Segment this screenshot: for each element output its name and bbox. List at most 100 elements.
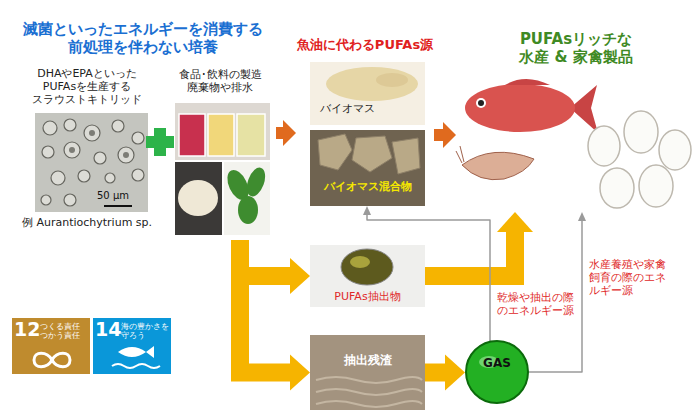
sdg-icon-12 <box>34 353 70 367</box>
biomass-photo <box>310 62 425 125</box>
beverage-photo <box>179 114 205 156</box>
node-subtext: 例 Aurantiochytrium sp. <box>12 216 162 229</box>
micrograph-photo <box>69 147 75 153</box>
arrow-head <box>497 212 533 232</box>
gas-sphere <box>465 340 529 404</box>
food-waste-photo <box>175 162 270 235</box>
pufa-extract-photo <box>310 245 425 307</box>
node-text: 魚油に代わるPUFAs源 <box>296 37 434 53</box>
biomass-photo <box>326 67 418 101</box>
sdg-icon-14 <box>118 346 154 358</box>
eggs-picture <box>600 168 634 208</box>
arrow-head <box>290 258 310 294</box>
micrograph-photo <box>64 194 76 206</box>
shrimp-picture <box>456 146 534 180</box>
food-waste-photo <box>178 180 218 216</box>
biomass-mixture-photo <box>318 134 420 174</box>
food-waste-photo <box>224 162 270 235</box>
fish-picture <box>505 79 550 85</box>
flow-arrow <box>425 212 533 276</box>
arrow-shaft <box>434 129 444 141</box>
beverage-photo <box>208 114 234 156</box>
pufa-extract-photo <box>341 249 393 285</box>
node-text: 抽出残渣 <box>310 353 425 367</box>
node-text: バイオマス <box>320 102 415 115</box>
arrow-head <box>443 122 456 148</box>
residue-photo <box>316 401 422 407</box>
micrograph-photo <box>51 171 65 185</box>
beverage-photo <box>175 103 270 160</box>
node-text: バイオマス混合物 <box>310 180 425 193</box>
micrograph-photo <box>94 152 106 164</box>
micrograph-photo <box>64 142 80 158</box>
arrow-shaft <box>425 232 515 277</box>
sdg-icon-14 <box>93 318 171 374</box>
sdg-number: 12 <box>14 318 40 341</box>
node-text: GAS <box>465 356 529 370</box>
sdg-caption: 海の豊かさを 守ろう <box>121 322 169 340</box>
culture-group: 滅菌といったエネルギーを消費する 前処理を伴わない培養 DHAやEPAといった P… <box>10 18 276 240</box>
food-waste-photo <box>238 196 258 224</box>
flow-arrow <box>276 120 296 146</box>
arrow-shaft <box>276 127 284 139</box>
shrimp-picture <box>456 146 464 163</box>
edge-label: 水産養殖や家禽 飼育の際のエネ ルギー源 <box>588 258 674 298</box>
arrow-head <box>363 206 371 215</box>
food-waste-photo <box>223 165 269 224</box>
biomass-box: バイオマス <box>310 62 425 125</box>
sdg-icon-14 <box>112 364 160 368</box>
micrograph-photo <box>84 125 100 141</box>
micrograph-photo <box>69 130 129 158</box>
sdg-icon-14 <box>93 318 171 374</box>
node-text: 滅菌といったエネルギーを消費する 前処理を伴わない培養 <box>18 20 268 56</box>
pufa-extract-photo <box>350 256 370 268</box>
product-box: PUFAsリッチな 水産 & 家禽製品 <box>456 28 696 212</box>
biomass-photo <box>376 73 408 87</box>
pufa-source-group: 魚油に代わるPUFAs源バイオマスバイオマス混合物 <box>296 35 434 208</box>
node-text: PUFAsリッチな 水産 & 家禽製品 <box>510 30 642 66</box>
food-waste-photo <box>243 165 268 199</box>
mixture-box: バイオマス混合物 <box>310 130 425 206</box>
gas-sphere <box>466 341 528 403</box>
micrograph-photo <box>132 169 144 181</box>
residue-box: 抽出残渣 <box>310 335 425 410</box>
micrograph-photo <box>35 113 148 212</box>
sdg-number: 14 <box>95 318 121 341</box>
biomass-mixture-photo <box>392 138 420 174</box>
arrow-head <box>578 212 586 221</box>
sdg-caption: つくる責任 つかう責任 <box>40 322 80 340</box>
arrow-head <box>283 120 296 146</box>
microbe-box: DHAやEPAといった PUFAsを生産する スラウストキトリッド例 Auran… <box>12 65 162 232</box>
edge-label: 乾燥や抽出の際 のエネルギー源 <box>496 291 580 317</box>
scale-label: 50 μm <box>97 190 129 202</box>
residue-photo <box>316 377 422 383</box>
micrograph-photo <box>41 195 51 205</box>
biomass-mixture-photo <box>318 134 352 170</box>
micrograph-photo <box>123 152 129 158</box>
residue-photo <box>316 377 422 407</box>
eggs-picture <box>639 165 673 207</box>
flow-arrow <box>240 240 310 391</box>
flow-arrow <box>240 240 310 294</box>
arrow-head <box>445 355 465 391</box>
micrograph-photo <box>112 120 124 132</box>
biomass-mixture-photo <box>310 130 425 206</box>
fish-picture <box>478 100 484 106</box>
sdg-icon-12 <box>12 318 90 374</box>
micrograph-photo <box>41 119 144 206</box>
beverage-photo <box>175 103 270 160</box>
micrograph-photo <box>104 205 132 207</box>
plus-sign <box>146 128 174 156</box>
node-text: DHAやEPAといった PUFAsを生産する スラウストキトリッド <box>28 67 146 107</box>
micrograph-photo <box>89 130 95 136</box>
fish-picture <box>465 79 598 133</box>
biomass-mixture-photo <box>310 130 425 206</box>
fish-picture <box>465 84 575 132</box>
extract-box: PUFAs抽出物 <box>310 245 425 307</box>
flow-arrow <box>425 355 465 391</box>
arrow-shaft <box>240 240 291 373</box>
micrograph-photo <box>35 113 148 212</box>
micrograph-photo <box>118 147 134 163</box>
